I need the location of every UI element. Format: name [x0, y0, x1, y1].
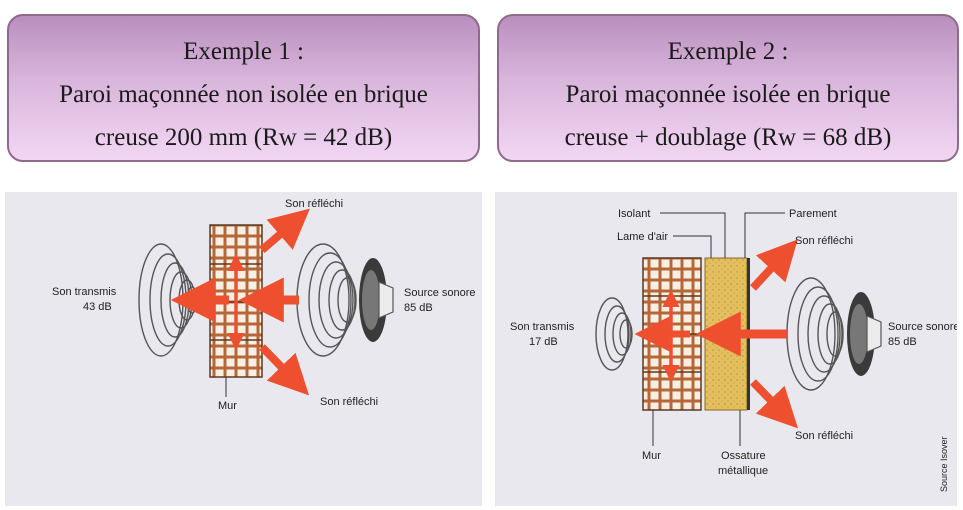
- label-source-db-1: 85 dB: [404, 302, 433, 314]
- example-1-line2: creuse 200 mm (Rw = 42 dB): [94, 124, 393, 151]
- example-2-line1: Paroi maçonnée isolée en brique: [565, 81, 891, 108]
- label-wall-1: Mur: [218, 400, 237, 412]
- label-reflected-top-1: Son réfléchi: [285, 198, 343, 210]
- incident-waves-1: [296, 243, 357, 357]
- label-reflected-bottom-1: Son réfléchi: [320, 396, 378, 408]
- label-source-db-2: 85 dB: [888, 336, 917, 348]
- transmitted-waves-2: [595, 297, 633, 371]
- label-transmitted-2: Son transmis: [510, 321, 575, 333]
- label-air-gap: Lame d'air: [617, 231, 668, 243]
- leader-lines-2: [652, 212, 785, 446]
- label-transmitted-db-1: 43 dB: [83, 301, 112, 313]
- example-2-header: Exemple 2 : Paroi maçonnée isolée en bri…: [497, 14, 959, 162]
- example-2-heading: Exemple 2 :: [667, 38, 789, 65]
- example-2-diagram: Isolant Lame d'air Parement Son réfléchi…: [495, 192, 957, 506]
- speaker-icon-1: [359, 258, 394, 342]
- example-2-line2: creuse + doublage (Rw = 68 dB): [564, 124, 892, 151]
- sound-arrows-1: [170, 208, 310, 396]
- label-facing: Parement: [789, 208, 837, 220]
- label-reflected-bottom-2: Son réfléchi: [795, 430, 853, 442]
- speaker-icon-2: [847, 292, 882, 376]
- label-insulation: Isolant: [618, 208, 650, 220]
- sound-arrows-2: [634, 239, 799, 429]
- example-1-heading: Exemple 1 :: [183, 38, 304, 65]
- example-1-diagram: Son réfléchi Son réfléchi Son transmis 4…: [5, 192, 482, 506]
- example-1-line1: Paroi maçonnée non isolée en brique: [59, 81, 428, 108]
- label-reflected-top-2: Son réfléchi: [795, 235, 853, 247]
- label-credit: Source Isover: [939, 436, 949, 492]
- label-frame-line1: Ossature: [721, 450, 766, 462]
- label-transmitted-db-2: 17 dB: [529, 336, 558, 348]
- label-source-1: Source sonore: [404, 287, 476, 299]
- incident-waves-2: [786, 277, 844, 391]
- label-source-2: Source sonore: [888, 321, 957, 333]
- label-frame-line2: métallique: [718, 465, 768, 477]
- label-transmitted-1: Son transmis: [52, 286, 117, 298]
- label-wall-2: Mur: [642, 450, 661, 462]
- example-1-header: Exemple 1 : Paroi maçonnée non isolée en…: [7, 14, 480, 162]
